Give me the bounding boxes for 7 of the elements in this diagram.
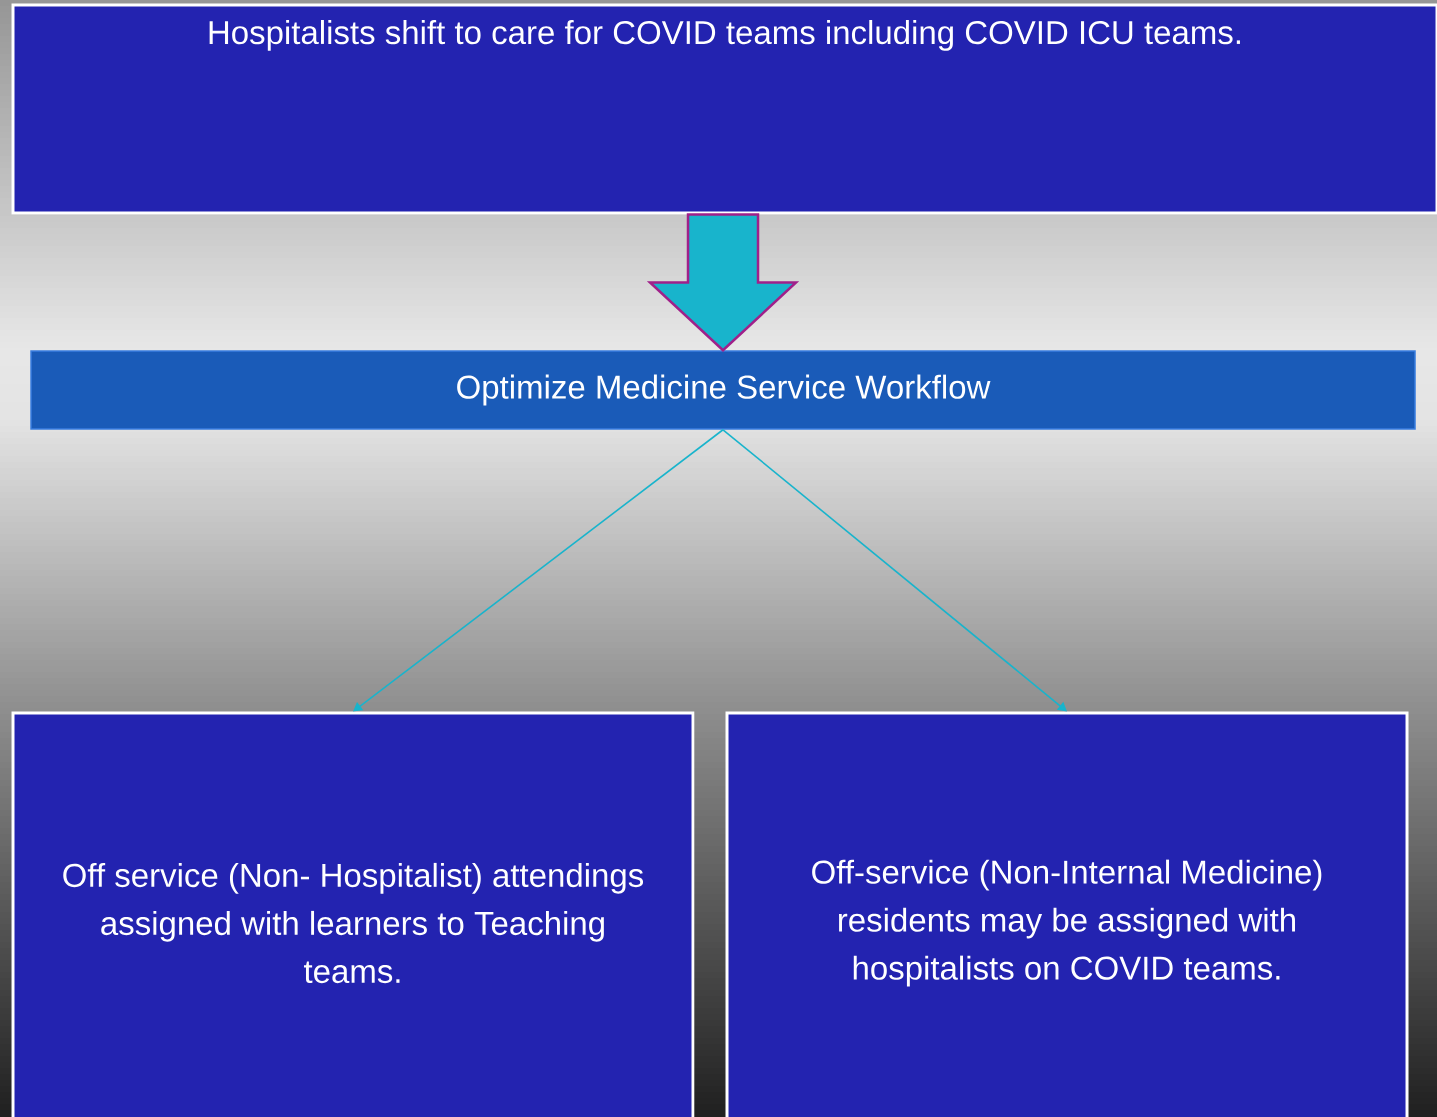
block-arrow (646, 213, 800, 352)
process-box: Off service (Non- Hospitalist) attendings assigned with learners to Teaching teams. (11, 711, 695, 1117)
process-box: Hospitalists shift to care for COVID teams including COVID ICU teams. (11, 3, 1437, 215)
arrow (353, 428, 724, 712)
arrow (722, 428, 1067, 712)
process-box: Off-service (Non-Internal Medicine) residents may be assigned with hospitalists on COVID teams. (725, 711, 1409, 1117)
title-band: Optimize Medicine Service Workflow (30, 350, 1416, 430)
